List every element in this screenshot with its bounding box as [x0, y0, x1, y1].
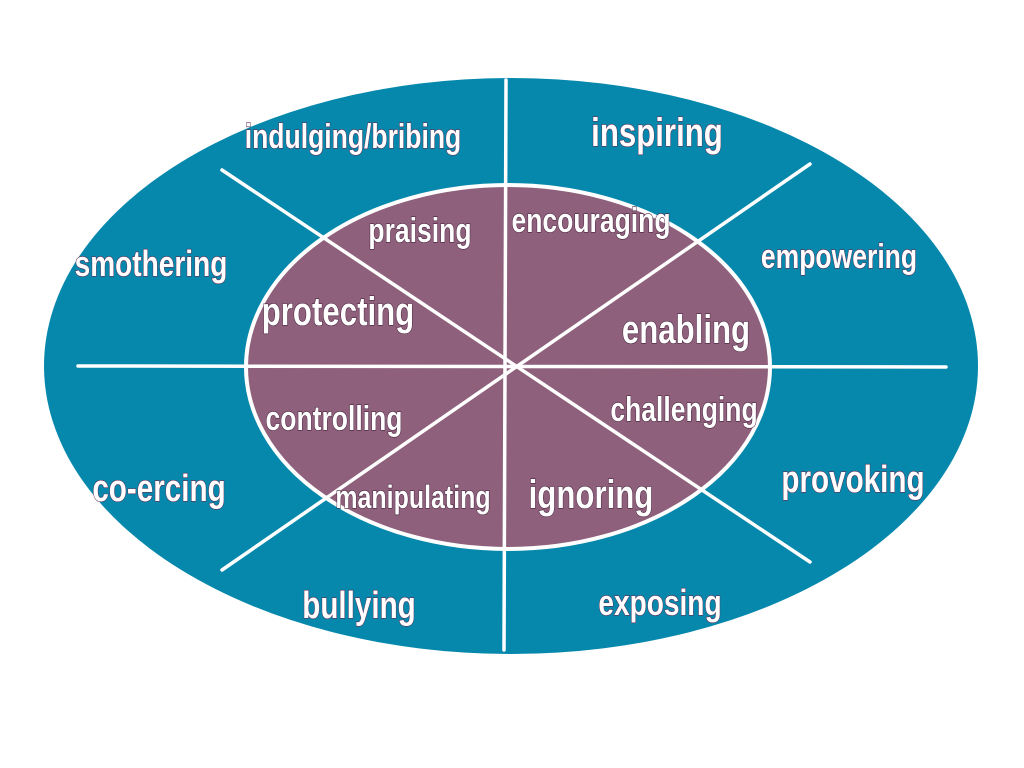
- label-indulging-bribing: indulging/bribing: [245, 118, 461, 156]
- label-praising: praising: [368, 212, 471, 250]
- label-bullying: bullying: [302, 585, 416, 627]
- label-empowering: empowering: [761, 238, 917, 276]
- label-encouraging: encouraging: [511, 202, 670, 240]
- label-inspiring: inspiring: [591, 110, 723, 155]
- label-smothering: smothering: [75, 244, 228, 284]
- label-protecting: protecting: [262, 289, 414, 334]
- outer-labels: indulging/bribing inspiring smothering e…: [74, 110, 925, 628]
- label-manipulating: manipulating: [335, 480, 490, 516]
- divider-lines: [76, 78, 948, 652]
- label-ignoring: ignoring: [529, 472, 654, 517]
- inner-labels: praising encouraging protecting enabling…: [261, 201, 758, 517]
- label-exposing: exposing: [598, 583, 721, 623]
- divider-diagonal-up: [220, 162, 812, 572]
- label-enabling: enabling: [622, 307, 750, 352]
- label-challenging: challenging: [610, 391, 757, 429]
- label-provoking: provoking: [781, 459, 924, 501]
- label-controlling: controlling: [266, 400, 403, 438]
- label-co-ercing: co-ercing: [92, 468, 225, 510]
- divider-horizontal: [76, 364, 948, 369]
